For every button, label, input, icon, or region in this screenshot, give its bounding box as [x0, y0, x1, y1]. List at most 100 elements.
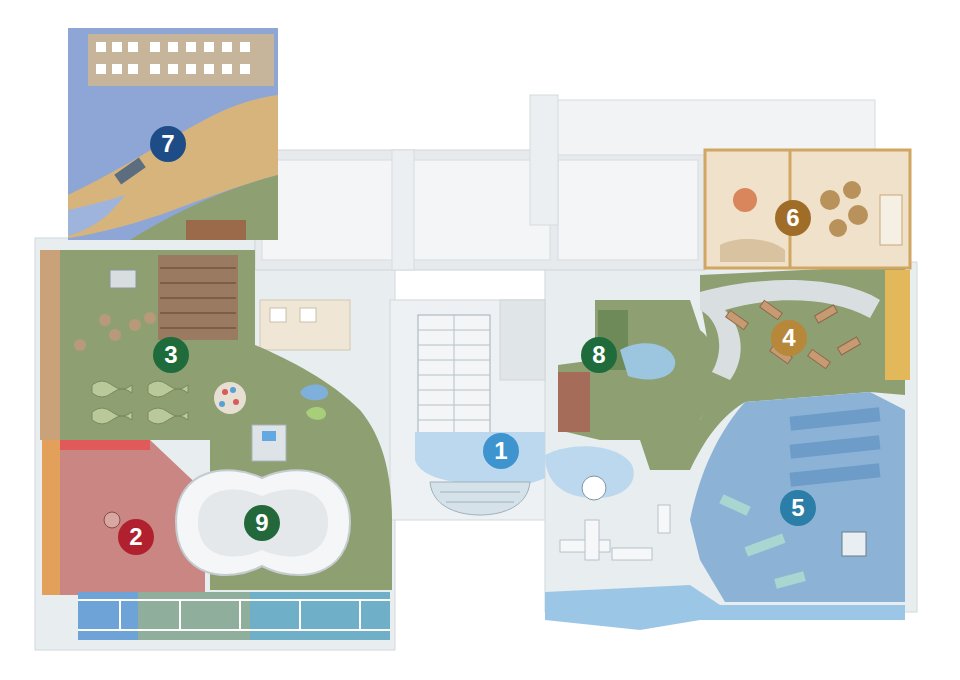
water-play-area-shape: [842, 532, 866, 556]
callout-label: 3: [164, 343, 177, 367]
water-play-area-shape: [774, 571, 806, 588]
lawn-area-shape: [214, 382, 246, 414]
ball-pool-strip-shape: [78, 592, 390, 640]
lawn-area-shape: [160, 282, 236, 284]
lawn-area-shape: [160, 327, 236, 329]
room-area-shape: [880, 195, 902, 245]
lounge-area-shape: [726, 310, 749, 329]
lawn-area-shape: [144, 312, 156, 324]
callout-label: 9: [255, 511, 268, 535]
beach-area-shape: [128, 64, 138, 74]
lounge-area-shape: [700, 280, 880, 380]
callout-number: 9: [244, 505, 280, 541]
beach-area-shape: [204, 42, 214, 52]
callout-label: 7: [161, 132, 174, 156]
lawn-area-shape: [160, 267, 236, 269]
ball-pool-strip-shape: [119, 600, 121, 630]
room-area: [705, 150, 910, 268]
lawn-area-shape: [233, 399, 239, 405]
lawn-area-shape: [129, 319, 141, 331]
callout-number: 4: [771, 320, 807, 356]
room-area-shape: [820, 190, 840, 210]
water-play-area-shape: [790, 435, 881, 458]
cushion-island: [176, 470, 350, 575]
lawn-area-shape: [74, 339, 86, 351]
building-shell-shape: [255, 150, 705, 270]
callout-number: 1: [483, 433, 519, 469]
building-shell-shape: [410, 160, 550, 260]
callout-label: 2: [129, 525, 142, 549]
beach-area-shape: [186, 42, 196, 52]
cushion-island-shape: [176, 470, 350, 575]
room-area-shape: [705, 150, 910, 268]
ball-pool-strip-shape: [179, 600, 181, 630]
beach-area-shape: [68, 195, 125, 236]
lawn-area-shape: [262, 431, 276, 441]
stairs-and-entrance-shape: [430, 482, 530, 515]
beach-area-shape: [128, 42, 138, 52]
beach-area-shape: [186, 220, 246, 240]
furniture-shape: [658, 505, 670, 533]
ball-pool-strip-shape: [299, 600, 301, 630]
callout-number: 3: [153, 337, 189, 373]
building-shell-shape: [545, 262, 917, 612]
building-shell-shape: [558, 160, 698, 260]
water-play-area-shape: [744, 533, 785, 556]
lawn-area-shape: [110, 270, 136, 288]
beach-area-shape: [168, 42, 178, 52]
building-shell-shape: [35, 238, 395, 650]
beach-area-shape: [96, 42, 106, 52]
furniture-shape: [612, 548, 652, 560]
beach-area-shape: [222, 64, 232, 74]
pebble-area-shape: [42, 440, 60, 595]
lawn-area-shape: [148, 408, 188, 424]
building-shell-shape: [545, 100, 875, 155]
beach-area-shape: [130, 175, 278, 240]
water-play-area-shape: [790, 407, 881, 430]
water-play-area: [545, 392, 905, 630]
lawn-area-shape: [160, 297, 236, 299]
water-play-area-shape: [690, 392, 905, 602]
water-play-area-shape: [790, 463, 881, 486]
furniture-shape: [585, 520, 599, 560]
building-shell-shape: [392, 150, 414, 270]
room-area-shape: [843, 181, 861, 199]
callout-label: 8: [592, 343, 605, 367]
callout-number: 2: [118, 519, 154, 555]
ball-pool-strip-shape: [239, 600, 241, 630]
lawn-area-shape: [306, 407, 326, 420]
beach-area-shape: [240, 64, 250, 74]
lawn-area-shape: [92, 381, 132, 397]
beach-area-shape: [204, 64, 214, 74]
water-play-area-shape: [545, 585, 905, 630]
beach-area-shape: [96, 64, 106, 74]
callout-label: 6: [786, 206, 799, 230]
beach-area-shape: [168, 64, 178, 74]
lawn-area-shape: [252, 425, 286, 461]
building-shell-shape: [260, 300, 350, 350]
ball-pool-strip-shape: [359, 600, 361, 630]
stairs-and-entrance-shape: [440, 492, 520, 493]
ball-pool-strip: [78, 592, 390, 640]
beach-area-shape: [222, 42, 232, 52]
beach-area: [68, 28, 278, 240]
ball-pool-strip-shape: [78, 629, 390, 631]
beach-area-shape: [150, 64, 160, 74]
stairs-and-entrance-shape: [454, 315, 455, 433]
room-area-shape: [848, 205, 868, 225]
water-play-area-shape: [719, 494, 750, 516]
stairs-and-entrance-shape: [582, 476, 606, 500]
building-shell-shape: [530, 95, 558, 225]
lawn-area-shape: [99, 314, 111, 326]
lawn-area-shape: [160, 312, 236, 314]
furniture: [560, 505, 670, 560]
building-shell-shape: [390, 300, 550, 520]
callout-number: 6: [775, 200, 811, 236]
lawn-area-shape: [230, 387, 236, 393]
callout-label: 5: [791, 496, 804, 520]
lounge-area-shape: [760, 300, 783, 319]
